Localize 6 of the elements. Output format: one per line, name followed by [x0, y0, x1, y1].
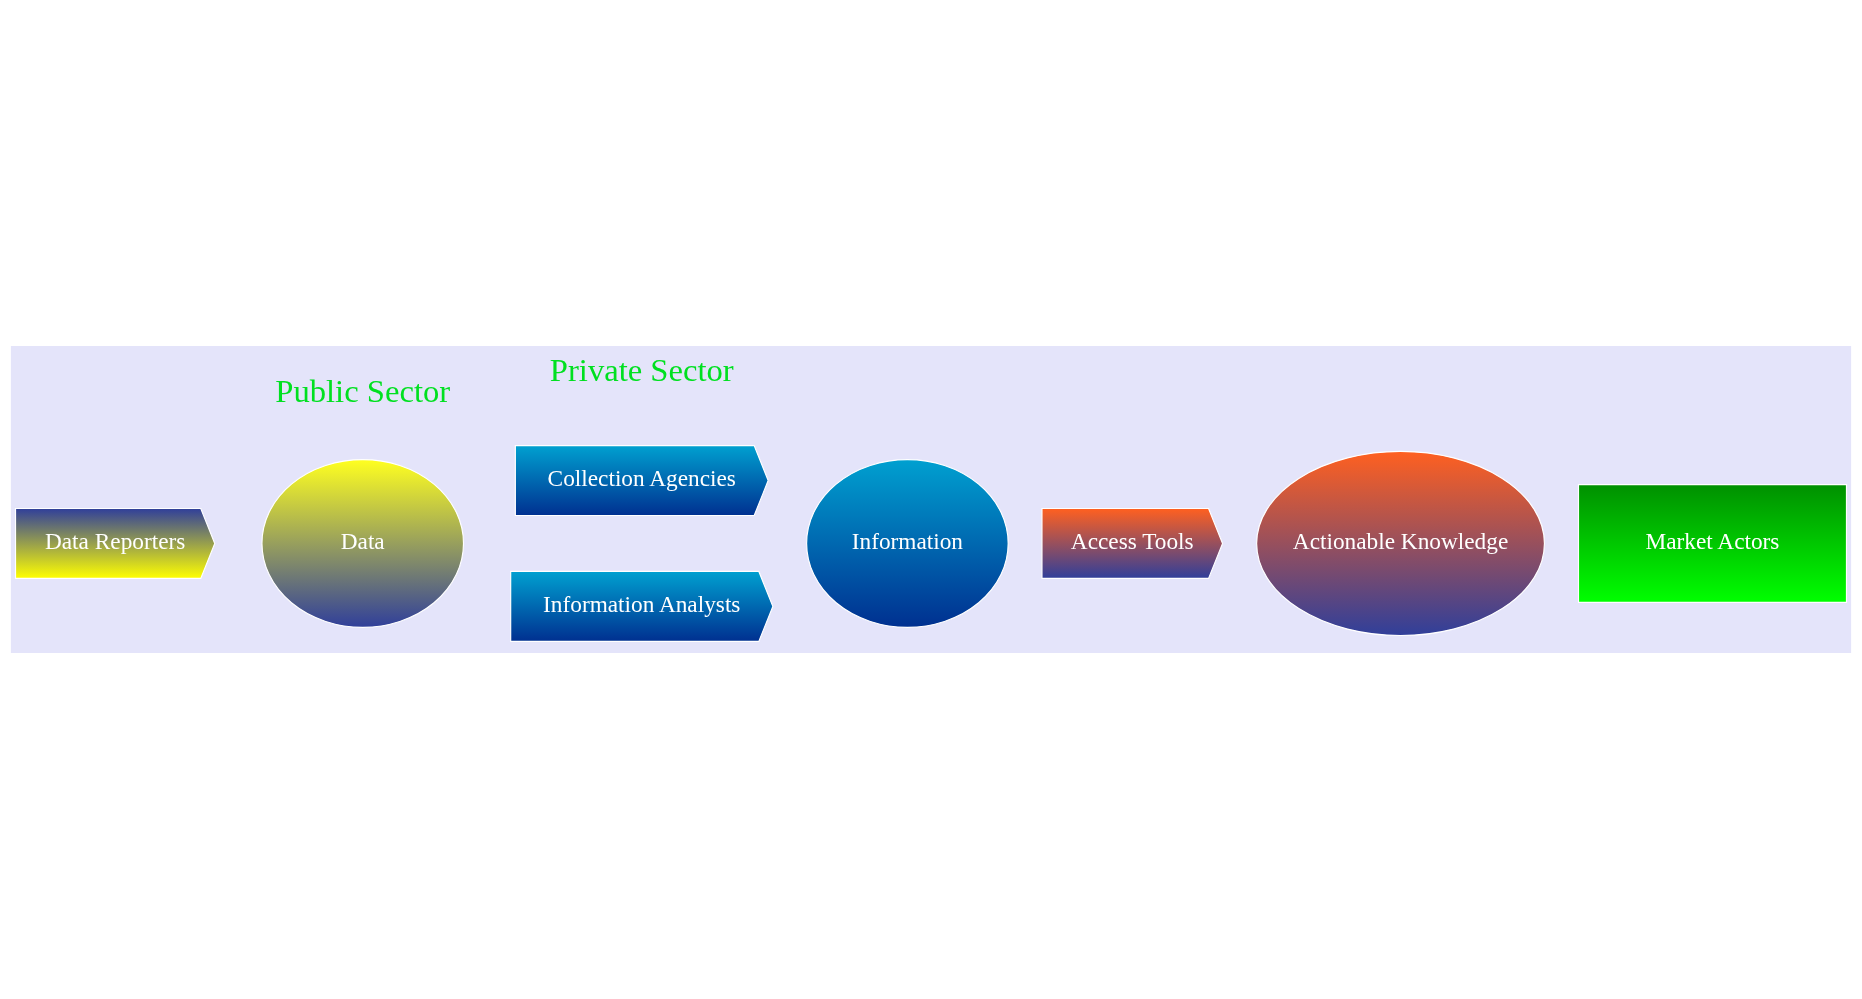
node-box: Market Actors: [1577, 484, 1848, 603]
node-ellipse: Actionable Knowledge: [1256, 450, 1545, 637]
label: Public Sector: [275, 373, 451, 410]
label: Private Sector: [549, 352, 734, 389]
node-ellipse: Information: [806, 459, 1009, 628]
node-ellipse: Data: [261, 459, 465, 628]
